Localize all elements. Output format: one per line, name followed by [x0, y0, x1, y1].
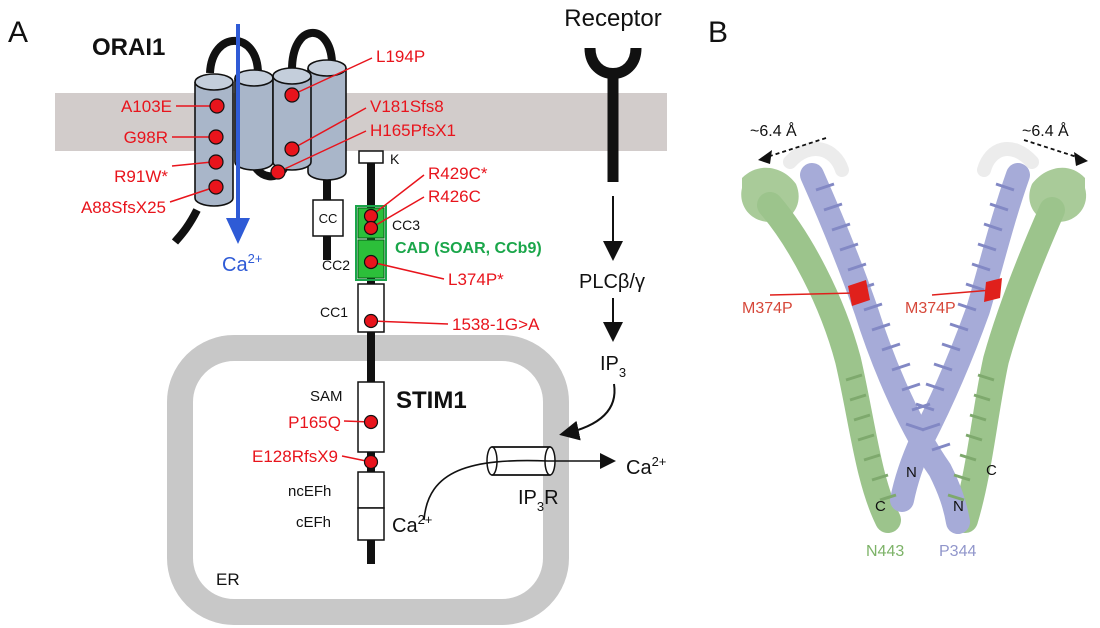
mutation-r91w: R91W* [114, 154, 224, 186]
structure-ribbon [741, 142, 1087, 534]
svg-text:H165PfsX1: H165PfsX1 [370, 121, 456, 140]
svg-text:P165Q: P165Q [288, 413, 341, 432]
svg-text:A88SfsX25: A88SfsX25 [81, 198, 166, 217]
arrow-ip3-to-ip3r [559, 383, 616, 441]
stim1-k-label: K [390, 151, 400, 167]
ip3-label: IP3 [600, 353, 626, 380]
stim1-cc2-label: CC2 [322, 257, 350, 273]
svg-text:1538-1G>A: 1538-1G>A [452, 315, 540, 334]
orai1-title: ORAI1 [92, 34, 165, 61]
m374p-right-label: M374P [905, 300, 956, 317]
stim1-cc1-label: CC1 [320, 304, 348, 320]
receptor-cup [584, 47, 642, 79]
plc-label: PLCβ/γ [579, 271, 645, 293]
mutation-1538-1g-a: 1538-1G>A [363, 313, 540, 334]
stim1-cc3-label: CC3 [392, 217, 420, 233]
distance-arrowhead-left [758, 150, 772, 164]
distance-label-right: ~6.4 Å [1022, 121, 1069, 140]
orai1-tm-helix-4 [307, 59, 347, 181]
stim1-cefh-domain [357, 507, 385, 541]
orai1-tm-helix-3 [272, 67, 312, 171]
svg-text:R91W*: R91W* [114, 167, 168, 186]
mutation-p165q: P165Q [288, 413, 379, 432]
mutation-r429c: R429C* [363, 164, 488, 224]
ca-release-path [423, 459, 604, 521]
mutation-h165pfsx1: H165PfsX1 [270, 121, 456, 180]
stim1-cad-region [355, 205, 387, 281]
m374p-left-pointer [769, 292, 856, 296]
ca-flux-arrowhead [226, 218, 250, 244]
svg-text:R429C*: R429C* [428, 164, 488, 183]
orai1-cc-label: CC [319, 211, 338, 226]
svg-text:L194P: L194P [376, 47, 425, 66]
stim1-ncefh-domain [357, 471, 385, 509]
m374p-left-label: M374P [742, 300, 793, 317]
ca-er-label: Ca2+ [392, 512, 432, 537]
er-label: ER [216, 570, 240, 589]
c-terminus-label-1: C [986, 462, 997, 479]
ca-release-arrowhead [600, 453, 616, 469]
ip3r-label: IP3R [518, 487, 559, 514]
mutation-e128rfsx9: E128RfsX9 [252, 447, 379, 470]
orai1-n-terminus [171, 208, 201, 245]
stim1-k-domain [358, 150, 384, 164]
plasma-membrane [55, 93, 667, 151]
stim1-ncefh-label: ncEFh [288, 483, 331, 500]
svg-text:E128RfsX9: E128RfsX9 [252, 447, 338, 466]
mutation-l194p: L194P [284, 47, 425, 103]
svg-text:G98R: G98R [124, 128, 168, 147]
stim1-sam-label: SAM [310, 388, 343, 405]
stim1-cefh-label: cEFh [296, 514, 331, 531]
orai1-extracellular-loop-1 [206, 36, 262, 75]
mutation-v181sfs8: V181Sfs8 [284, 97, 444, 157]
stim1-cad-label: CAD (SOAR, CCb9) [395, 240, 542, 257]
svg-text:A103E: A103E [121, 97, 172, 116]
orai1-tm-helix-2 [234, 69, 274, 171]
receptor-label: Receptor [564, 5, 661, 32]
mutation-a88sfsx25: A88SfsX25 [81, 179, 224, 217]
distance-arrow-right [1023, 139, 1081, 159]
residue-p344-label: P344 [939, 543, 976, 560]
mutation-a103e: A103E [121, 97, 225, 116]
stim1-title: STIM1 [396, 387, 467, 414]
orai1-cc-box [312, 199, 344, 237]
residue-n443-label: N443 [866, 543, 904, 560]
n-terminus-label-1: N [906, 464, 917, 481]
c-terminus-label-2: C [875, 498, 886, 515]
mutation-l374p: L374P* [363, 254, 504, 289]
ca-influx-label: Ca2+ [222, 251, 262, 276]
distance-label-left: ~6.4 Å [750, 121, 797, 140]
distance-arrow-left [763, 137, 827, 159]
m374p-right-pointer [931, 289, 993, 296]
ca-cytosol-label: Ca2+ [626, 454, 666, 479]
n-terminus-label-2: N [953, 498, 964, 515]
panel-label-b: B [708, 16, 728, 49]
mutation-g98r: G98R [124, 128, 224, 147]
svg-text:R426C: R426C [428, 187, 481, 206]
mutation-r426c: R426C [363, 187, 481, 236]
distance-arrowhead-right [1074, 152, 1088, 166]
orai1-extracellular-loop-2 [288, 29, 336, 71]
panel-label-a: A [8, 16, 28, 49]
svg-text:L374P*: L374P* [448, 270, 504, 289]
svg-text:V181Sfs8: V181Sfs8 [370, 97, 444, 116]
